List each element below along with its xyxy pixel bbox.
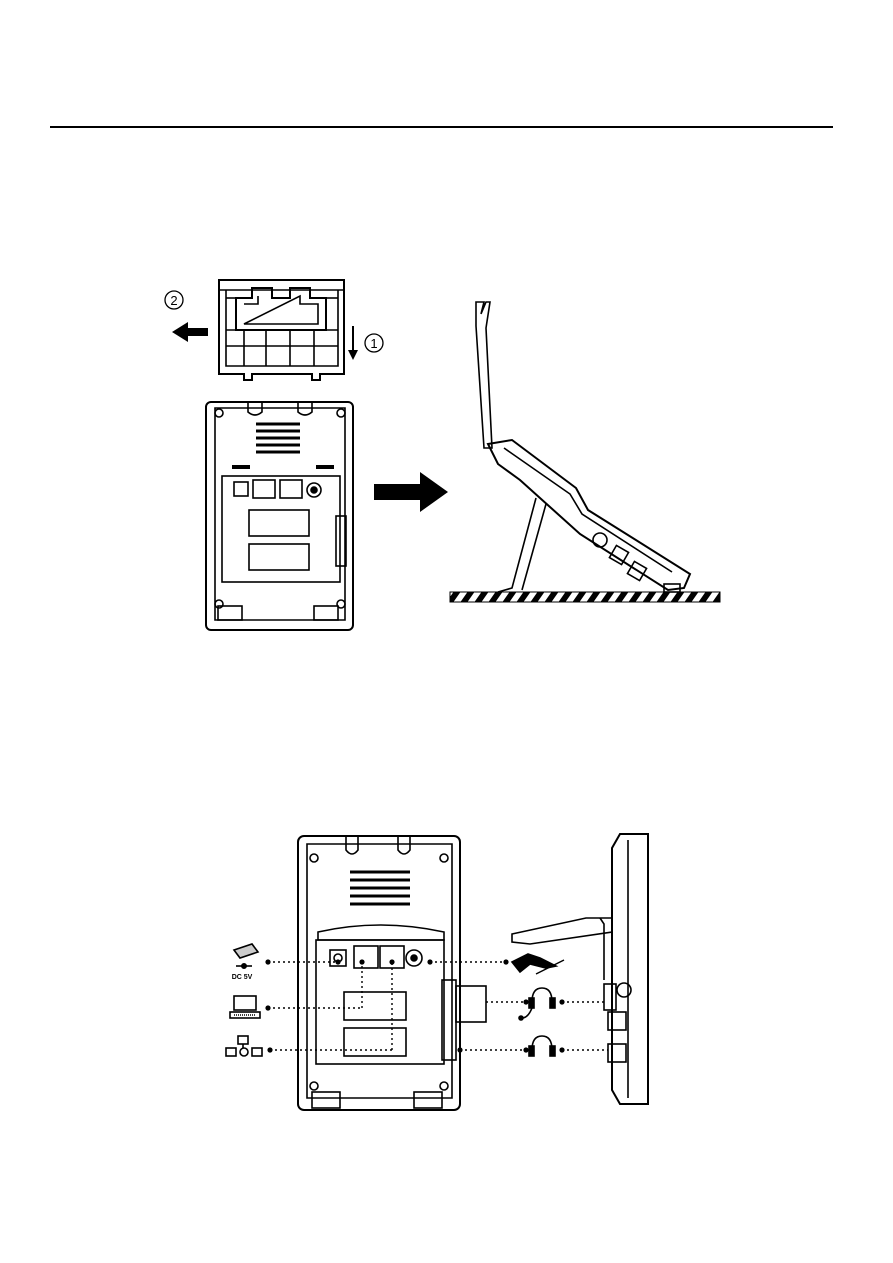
- figure-2-connections: DC 5V: [226, 834, 648, 1110]
- power-adapter-icon: [234, 944, 258, 968]
- phone-side-view: [476, 302, 690, 592]
- headset-icon-2: [529, 1036, 555, 1056]
- network-icon: [226, 1036, 262, 1056]
- power-label: DC 5V: [232, 974, 253, 981]
- step-2-label: 2: [170, 293, 177, 308]
- phone-rear-view: [206, 402, 353, 630]
- figure-1-stand-installation: 2 1: [165, 280, 720, 630]
- desk-surface: [450, 592, 720, 602]
- handset-icon: [512, 954, 564, 974]
- connection-lines: [268, 962, 608, 1050]
- phone-side-connections: [512, 834, 648, 1104]
- next-step-arrow: [374, 472, 448, 512]
- step-1-arrow: [348, 326, 383, 360]
- pc-icon: [230, 996, 260, 1018]
- stand-bracket: [219, 280, 344, 380]
- step-1-label: 1: [370, 336, 377, 351]
